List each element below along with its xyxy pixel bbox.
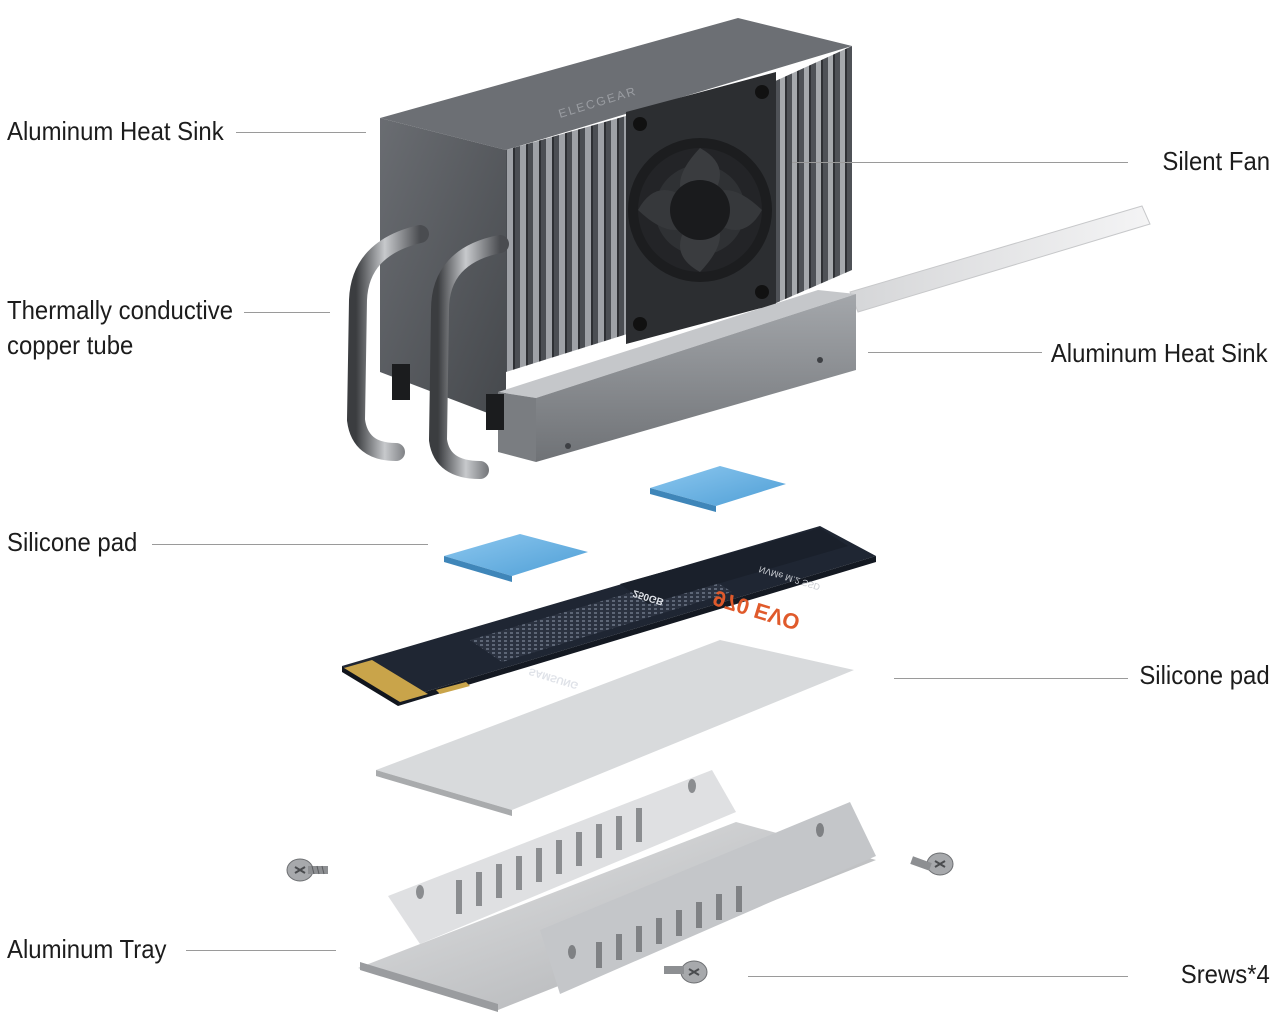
- aluminum-tray: [358, 770, 876, 1012]
- screw-icon: [910, 852, 954, 876]
- label-heatsink-top: Aluminum Heat Sink: [7, 116, 224, 146]
- silicone-pad-blue-front: [444, 534, 588, 582]
- screw-icon: [664, 960, 708, 984]
- label-silent-fan: Silent Fan: [1162, 146, 1270, 176]
- label-silicone-pad-left: Silicone pad: [7, 527, 138, 557]
- label-screws: Srews*4: [1180, 959, 1270, 989]
- aluminum-heat-sink-base: [498, 290, 856, 462]
- leader-silent-fan: [792, 162, 1128, 163]
- label-tray: Aluminum Tray: [7, 934, 167, 964]
- leader-screws: [748, 976, 1128, 977]
- label-copper-tube-line2: copper tube: [7, 330, 134, 360]
- leader-copper-tube: [244, 312, 330, 313]
- leader-heatsink-top: [236, 132, 366, 133]
- label-copper-tube-line1: Thermally conductive: [7, 295, 234, 325]
- leader-heatsink-bottom: [868, 352, 1042, 353]
- ssd-brand-text: SAMSUNG: [528, 665, 580, 691]
- copper-tube: [346, 225, 509, 479]
- silicone-pad-blue-rear: [650, 466, 786, 512]
- leader-silicone-pad-right: [894, 678, 1128, 679]
- leader-silicone-pad-left: [152, 544, 428, 545]
- fan-icon: [628, 85, 772, 331]
- label-heatsink-bottom: Aluminum Heat Sink: [1051, 338, 1268, 368]
- screw-icon: [286, 858, 328, 882]
- silicone-pad-grey: [376, 640, 854, 816]
- fan-cable: [849, 205, 1151, 313]
- label-silicone-pad-right: Silicone pad: [1139, 660, 1270, 690]
- leader-tray: [186, 950, 336, 951]
